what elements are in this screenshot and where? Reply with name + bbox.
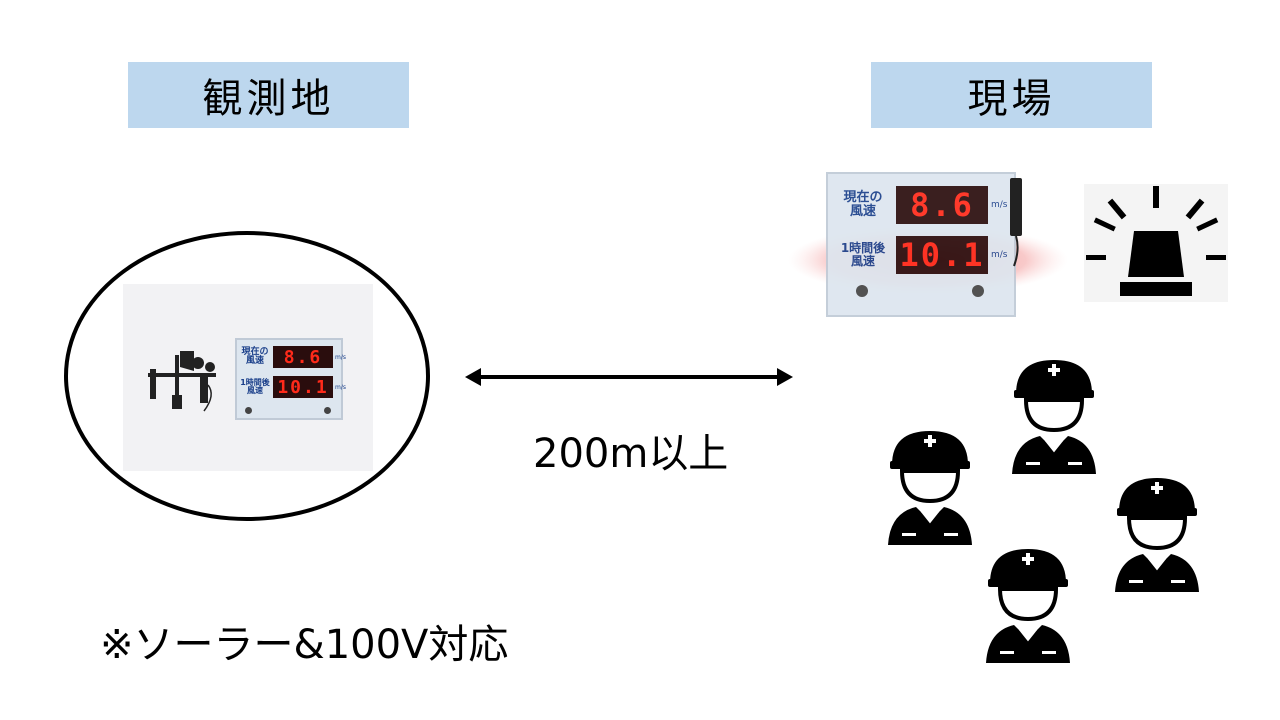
observation-site-label: 観測地	[128, 62, 409, 128]
panel-small-unit-1: m/s	[335, 353, 346, 361]
panel-large-knob-left	[856, 285, 868, 297]
field-site-label: 現場	[871, 62, 1152, 128]
panel-large-value-current: 8.6	[896, 186, 988, 224]
worker-helmet-icon	[984, 547, 1072, 665]
worker-helmet-icon	[886, 429, 974, 547]
distance-label: 200m以上	[533, 431, 729, 477]
panel-small-value-current: 8.6	[273, 346, 333, 368]
field-site-label-text: 現場	[967, 76, 1056, 122]
panel-large-caption-current: 現在の 風速	[843, 190, 883, 219]
panel-small-value-hour: 10.1	[273, 376, 333, 398]
antenna-icon	[1010, 178, 1022, 267]
panel-small-unit-2: m/s	[335, 383, 346, 391]
observation-site-label-text: 観測地	[202, 76, 335, 122]
warning-light-icon	[1084, 184, 1228, 302]
panel-large-unit-2: m/s	[991, 250, 1008, 260]
panel-small-caption-current: 現在の 風速	[241, 346, 269, 366]
panel-large-caption-hour: 1時間後 風速	[840, 241, 886, 268]
display-panel-large: 現在の 風速 8.6 m/s 1時間後 風速 10.1 m/s	[826, 172, 1016, 317]
anemometer-icon	[148, 351, 216, 412]
panel-small-knob-right	[324, 407, 331, 414]
panel-small-caption-hour: 1時間後 風速	[240, 377, 270, 395]
display-panel-small: 現在の 風速 8.6 m/s 1時間後 風速 10.1 m/s	[235, 338, 346, 420]
panel-large-knob-right	[972, 285, 984, 297]
power-note: ※ソーラー&100V対応	[100, 622, 509, 668]
panel-small-knob-left	[245, 407, 252, 414]
observation-ellipse	[64, 231, 430, 521]
distance-arrow	[465, 368, 793, 386]
panel-large-unit-1: m/s	[991, 200, 1008, 210]
worker-helmet-icon	[1010, 358, 1098, 476]
panel-large-value-hour: 10.1	[896, 236, 988, 274]
worker-helmet-icon	[1113, 476, 1201, 594]
